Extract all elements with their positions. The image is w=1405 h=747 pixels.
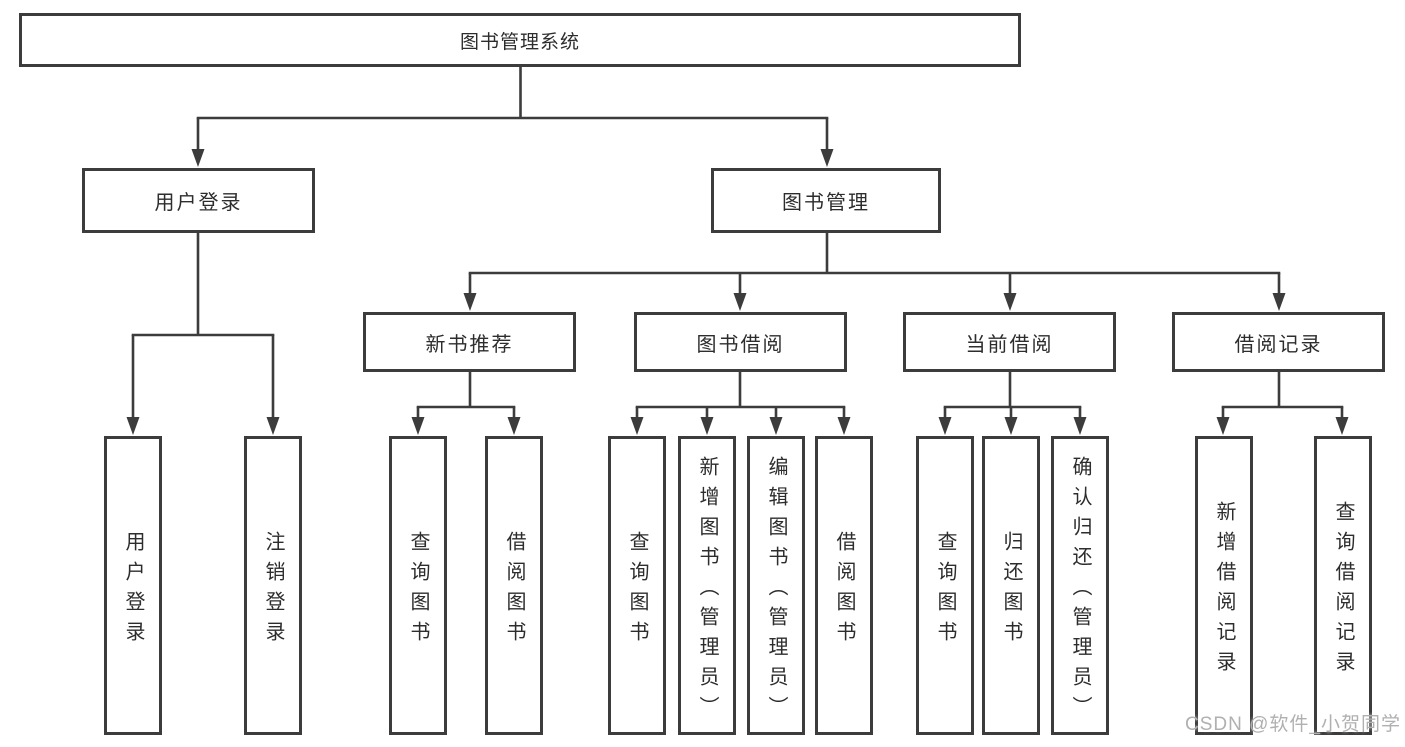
node-new-book-recommend: 新书推荐: [363, 312, 576, 372]
leaf-label: 借阅图书: [833, 530, 855, 651]
leaf-label: 编辑图书（管理员）: [765, 455, 787, 726]
node-edit-book-admin: 编辑图书（管理员）: [747, 436, 805, 735]
node-current-borrowing: 当前借阅: [903, 312, 1116, 372]
leaf-label: 新增借阅记录: [1213, 500, 1235, 681]
node-book-management: 图书管理: [711, 168, 941, 233]
node-borrow-books: 借阅图书: [815, 436, 873, 735]
node-logout: 注销登录: [244, 436, 302, 735]
node-return-books: 归还图书: [982, 436, 1040, 735]
node-newbook-query-books: 查询图书: [389, 436, 447, 735]
node-query-borrow-record: 查询借阅记录: [1314, 436, 1372, 735]
leaf-label: 查询图书: [407, 530, 429, 651]
leaf-label: 新增图书（管理员）: [696, 455, 718, 726]
node-library-management-system: 图书管理系统: [19, 13, 1021, 67]
node-add-book-admin: 新增图书（管理员）: [678, 436, 736, 735]
node-current-query-books: 查询图书: [916, 436, 974, 735]
leaf-label: 归还图书: [1000, 530, 1022, 651]
leaf-label: 借阅图书: [503, 530, 525, 651]
leaf-label: 注销登录: [262, 530, 284, 651]
node-confirm-return-admin: 确认归还（管理员）: [1051, 436, 1109, 735]
leaf-label: 查询借阅记录: [1332, 500, 1354, 681]
leaf-label: 用户登录: [122, 530, 144, 651]
leaf-label: 查询图书: [626, 530, 648, 651]
node-book-borrowing: 图书借阅: [634, 312, 847, 372]
node-newbook-borrow-books: 借阅图书: [485, 436, 543, 735]
node-add-borrow-record: 新增借阅记录: [1195, 436, 1253, 735]
node-user-login: 用户登录: [82, 168, 315, 233]
csdn-watermark: CSDN @软件_小贺同学: [1185, 714, 1401, 735]
node-user-login-leaf: 用户登录: [104, 436, 162, 735]
node-borrowing-records: 借阅记录: [1172, 312, 1385, 372]
leaf-label: 确认归还（管理员）: [1069, 455, 1091, 726]
leaf-label: 查询图书: [934, 530, 956, 651]
node-borrow-query-books: 查询图书: [608, 436, 666, 735]
